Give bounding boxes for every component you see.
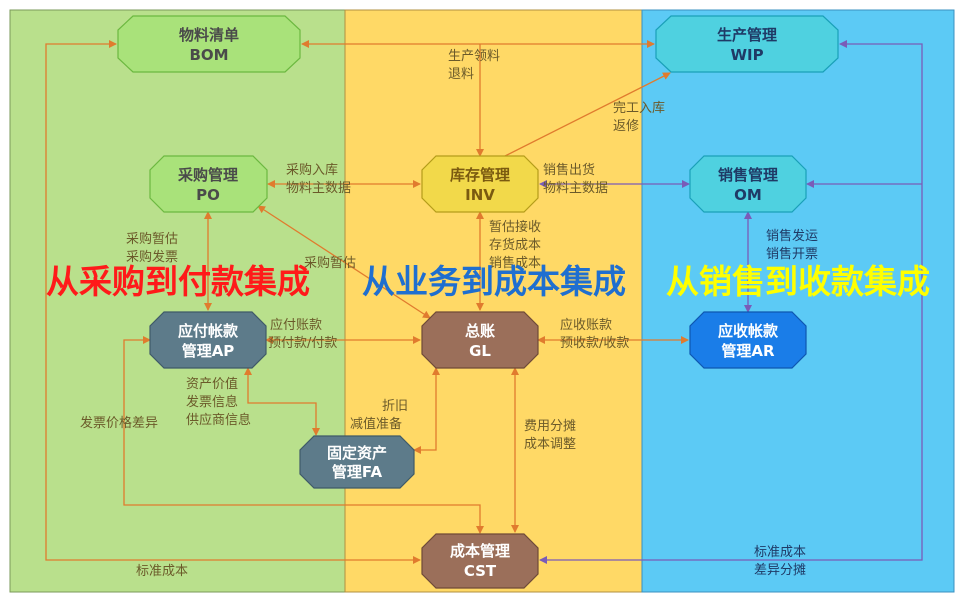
zone-title-purchase: 从采购到付款集成 (46, 262, 310, 301)
label-std-right-1: 标准成本 (754, 545, 806, 560)
label-fa-gl-1: 折旧 (382, 399, 408, 414)
node-wip-shape (655, 15, 839, 73)
label-po-inv-1: 采购入库 (286, 162, 338, 178)
node-po-name: 采购管理 (177, 166, 238, 184)
label-ap-gl-2: 预付款/付款 (268, 336, 337, 351)
label-po-gl-1: 采购暂估 (304, 255, 356, 271)
node-ar-shape (689, 311, 807, 369)
label-gl-cst-2: 成本调整 (524, 437, 576, 452)
zone-sales (641, 9, 955, 593)
node-om-code: OM (734, 186, 762, 204)
label-ap-fa-3: 供应商信息 (186, 412, 251, 428)
node-po-shape (149, 155, 268, 213)
node-bom-shape (117, 15, 301, 73)
node-inv-name: 库存管理 (450, 166, 510, 184)
node-wip-name: 生产管理 (717, 26, 777, 44)
node-inv-code: INV (465, 186, 495, 204)
node-fa-shape (299, 435, 415, 489)
node-fa-code: 管理FA (332, 463, 383, 481)
node-gl-name: 总账 (465, 322, 495, 340)
zone-titles: 从采购到付款集成 从业务到成本集成 从销售到收款集成 (46, 262, 930, 301)
label-inv-gl-3: 销售成本 (489, 255, 541, 271)
zone-title-sales: 从销售到收款集成 (666, 262, 930, 301)
node-cst[interactable]: 成本管理 CST (421, 533, 539, 589)
node-po[interactable]: 采购管理 PO (149, 155, 268, 213)
node-om-name: 销售管理 (718, 166, 778, 184)
label-inv-gl-2: 存货成本 (489, 237, 541, 253)
node-bom[interactable]: 物料清单 BOM (117, 15, 301, 73)
node-ar-code: 管理AR (721, 342, 775, 360)
node-om[interactable]: 销售管理 OM (689, 155, 807, 213)
label-gl-ar-1: 应收账款 (560, 317, 612, 333)
label-std-right-2: 差异分摊 (754, 563, 806, 578)
label-po-inv-2: 物料主数据 (286, 181, 351, 196)
label-bom-inv-1: 生产领料 (448, 49, 500, 64)
node-wip-code: WIP (730, 46, 763, 64)
node-fa[interactable]: 固定资产 管理FA (299, 435, 415, 489)
label-om-ar-1: 销售发运 (766, 228, 818, 244)
node-om-shape (689, 155, 807, 213)
label-inv-gl-1: 暂估接收 (489, 219, 541, 235)
connectors-purple (539, 40, 923, 564)
label-po-ap-2: 采购发票 (126, 249, 178, 265)
node-ap[interactable]: 应付帐款 管理AP (149, 311, 267, 369)
connector-labels: 生产领料 退料 完工入库 返修 采购入库 物料主数据 销售出货 物料主数据 采购… (80, 49, 818, 579)
node-ap-code: 管理AP (182, 342, 235, 360)
arrow-bom-cst (45, 40, 421, 564)
label-fa-gl-2: 减值准备 (350, 416, 402, 432)
node-inv-shape (421, 155, 539, 213)
label-inv-wip-2: 返修 (613, 119, 639, 134)
node-ap-name: 应付帐款 (178, 322, 239, 340)
node-ar[interactable]: 应收帐款 管理AR (689, 311, 807, 369)
arrow-wip-cst (539, 40, 923, 564)
label-inv-om-2: 物料主数据 (543, 181, 608, 196)
label-om-ar-2: 销售开票 (766, 246, 818, 262)
node-wip[interactable]: 生产管理 WIP (655, 15, 839, 73)
label-po-ap-1: 采购暂估 (126, 231, 178, 247)
node-cst-shape (421, 533, 539, 589)
zone-title-business: 从业务到成本集成 (362, 262, 626, 301)
node-bom-name: 物料清单 (179, 26, 239, 44)
node-ar-name: 应收帐款 (718, 322, 779, 340)
label-std-left: 标准成本 (136, 564, 188, 579)
node-cst-code: CST (464, 562, 497, 580)
node-ap-shape (149, 311, 267, 369)
node-cst-name: 成本管理 (450, 542, 510, 560)
node-gl[interactable]: 总账 GL (421, 311, 539, 369)
node-gl-shape (421, 311, 539, 369)
label-gl-cst-1: 费用分摊 (524, 419, 576, 434)
node-po-code: PO (196, 186, 220, 204)
label-inv-om-1: 销售出货 (543, 162, 595, 178)
label-inv-wip-1: 完工入库 (613, 100, 665, 116)
label-ap-gl-1: 应付账款 (270, 317, 322, 333)
label-gl-ar-2: 预收款/收款 (560, 336, 629, 351)
label-invoice-diff: 发票价格差异 (80, 415, 158, 431)
node-bom-code: BOM (189, 46, 228, 64)
label-ap-fa-2: 发票信息 (186, 394, 238, 410)
node-gl-code: GL (469, 342, 491, 360)
node-inv[interactable]: 库存管理 INV (421, 155, 539, 213)
label-bom-inv-2: 退料 (448, 67, 474, 82)
node-fa-name: 固定资产 (327, 444, 387, 462)
label-ap-fa-1: 资产价值 (186, 376, 238, 392)
